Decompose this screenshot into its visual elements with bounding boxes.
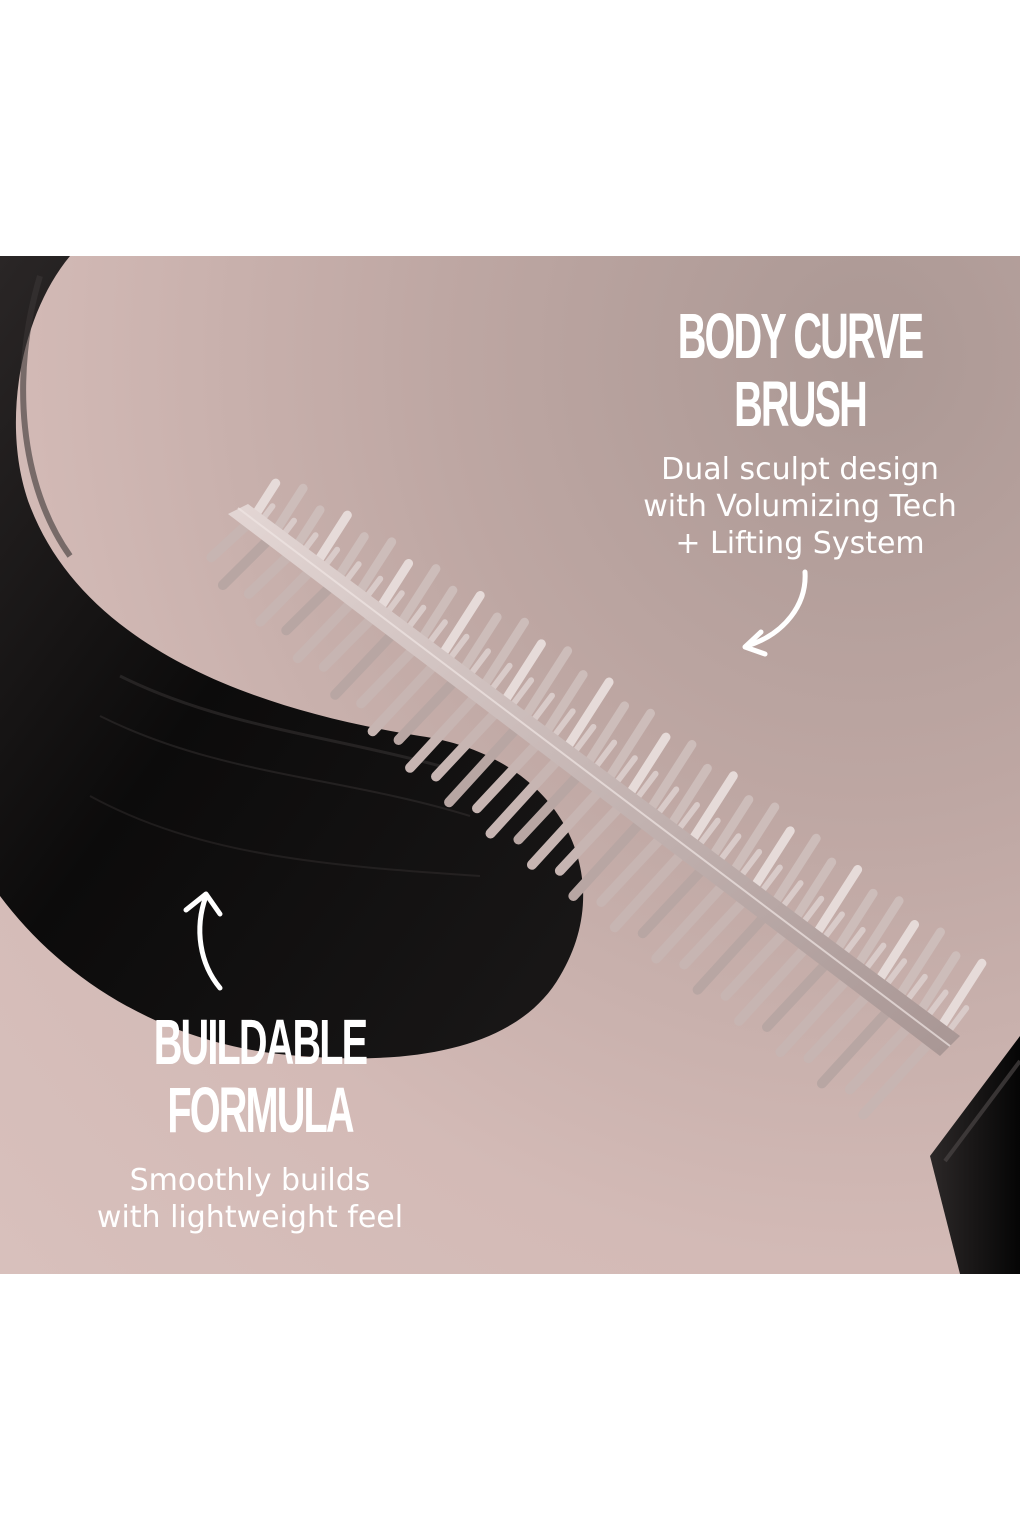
bristle xyxy=(330,624,403,700)
bristle xyxy=(889,927,945,1009)
buildable-formula-title-line1: BUILDABLE xyxy=(153,1006,368,1078)
buildable-formula-description: Smoothly builds with lightweight feel xyxy=(96,1163,404,1235)
bristle xyxy=(651,874,734,964)
bristle xyxy=(351,537,397,603)
body-curve-brush-description: Dual sculpt design with Volumizing Tech … xyxy=(643,452,957,561)
bristle xyxy=(292,592,361,664)
bristle xyxy=(517,646,573,728)
curved-arrow-up-icon xyxy=(183,891,223,991)
bristle xyxy=(848,896,904,978)
bristle xyxy=(641,740,697,822)
bristle xyxy=(762,952,838,1032)
bristle xyxy=(513,764,589,845)
mascara-illustration xyxy=(0,256,1020,1274)
bristle xyxy=(858,1030,941,1120)
bristle xyxy=(679,889,755,970)
brush-stem xyxy=(228,504,960,1056)
bristle xyxy=(609,842,693,933)
curved-arrow-down-left-icon xyxy=(742,569,808,657)
bristle xyxy=(931,958,987,1040)
bristle xyxy=(803,983,879,1064)
body-curve-brush-title: BODY CURVE BRUSH xyxy=(651,302,949,438)
bristle xyxy=(472,733,548,814)
bristle xyxy=(281,577,341,636)
bristle xyxy=(734,936,817,1026)
body-curve-brush-title-line2: BRUSH xyxy=(734,368,868,440)
bristle xyxy=(661,763,712,837)
bristle xyxy=(554,795,631,876)
bristle xyxy=(444,717,527,808)
bristle xyxy=(596,827,672,908)
formula-swirl xyxy=(0,256,584,1059)
bristle xyxy=(720,920,796,1001)
bristle xyxy=(496,639,546,712)
bristle xyxy=(724,802,780,884)
bristle xyxy=(217,530,278,591)
bristle xyxy=(806,865,863,947)
bristle xyxy=(692,905,776,995)
bristle xyxy=(816,999,900,1089)
body-curve-brush-title-line1: BODY CURVE xyxy=(677,300,924,372)
bristle xyxy=(475,617,529,697)
bristle xyxy=(255,561,320,627)
bristle xyxy=(526,780,610,870)
bristle xyxy=(485,749,568,839)
bristle xyxy=(434,590,485,665)
bristle xyxy=(356,639,423,709)
bristle xyxy=(558,677,614,759)
bristle xyxy=(568,811,651,901)
bristle xyxy=(405,686,486,773)
bristle xyxy=(775,967,858,1058)
bristle xyxy=(682,771,738,853)
bristle xyxy=(318,608,382,672)
bristle xyxy=(431,702,506,782)
bristle xyxy=(637,858,713,939)
bristle xyxy=(454,612,502,681)
buildable-formula-title: BUILDABLE FORMULA xyxy=(111,1008,409,1144)
bristle xyxy=(579,701,630,775)
bristle xyxy=(599,708,655,790)
bristle xyxy=(765,833,821,915)
bristle xyxy=(367,655,444,737)
product-feature-panel: BODY CURVE BRUSH Dual sculpt design with… xyxy=(0,256,1020,1274)
bristle xyxy=(537,670,588,743)
mascara-cap xyxy=(930,1036,1020,1274)
bristle xyxy=(392,564,441,634)
bristle xyxy=(844,1014,921,1095)
bristle xyxy=(620,732,671,806)
bristle xyxy=(393,670,465,745)
buildable-formula-title-line2: FORMULA xyxy=(167,1074,354,1146)
